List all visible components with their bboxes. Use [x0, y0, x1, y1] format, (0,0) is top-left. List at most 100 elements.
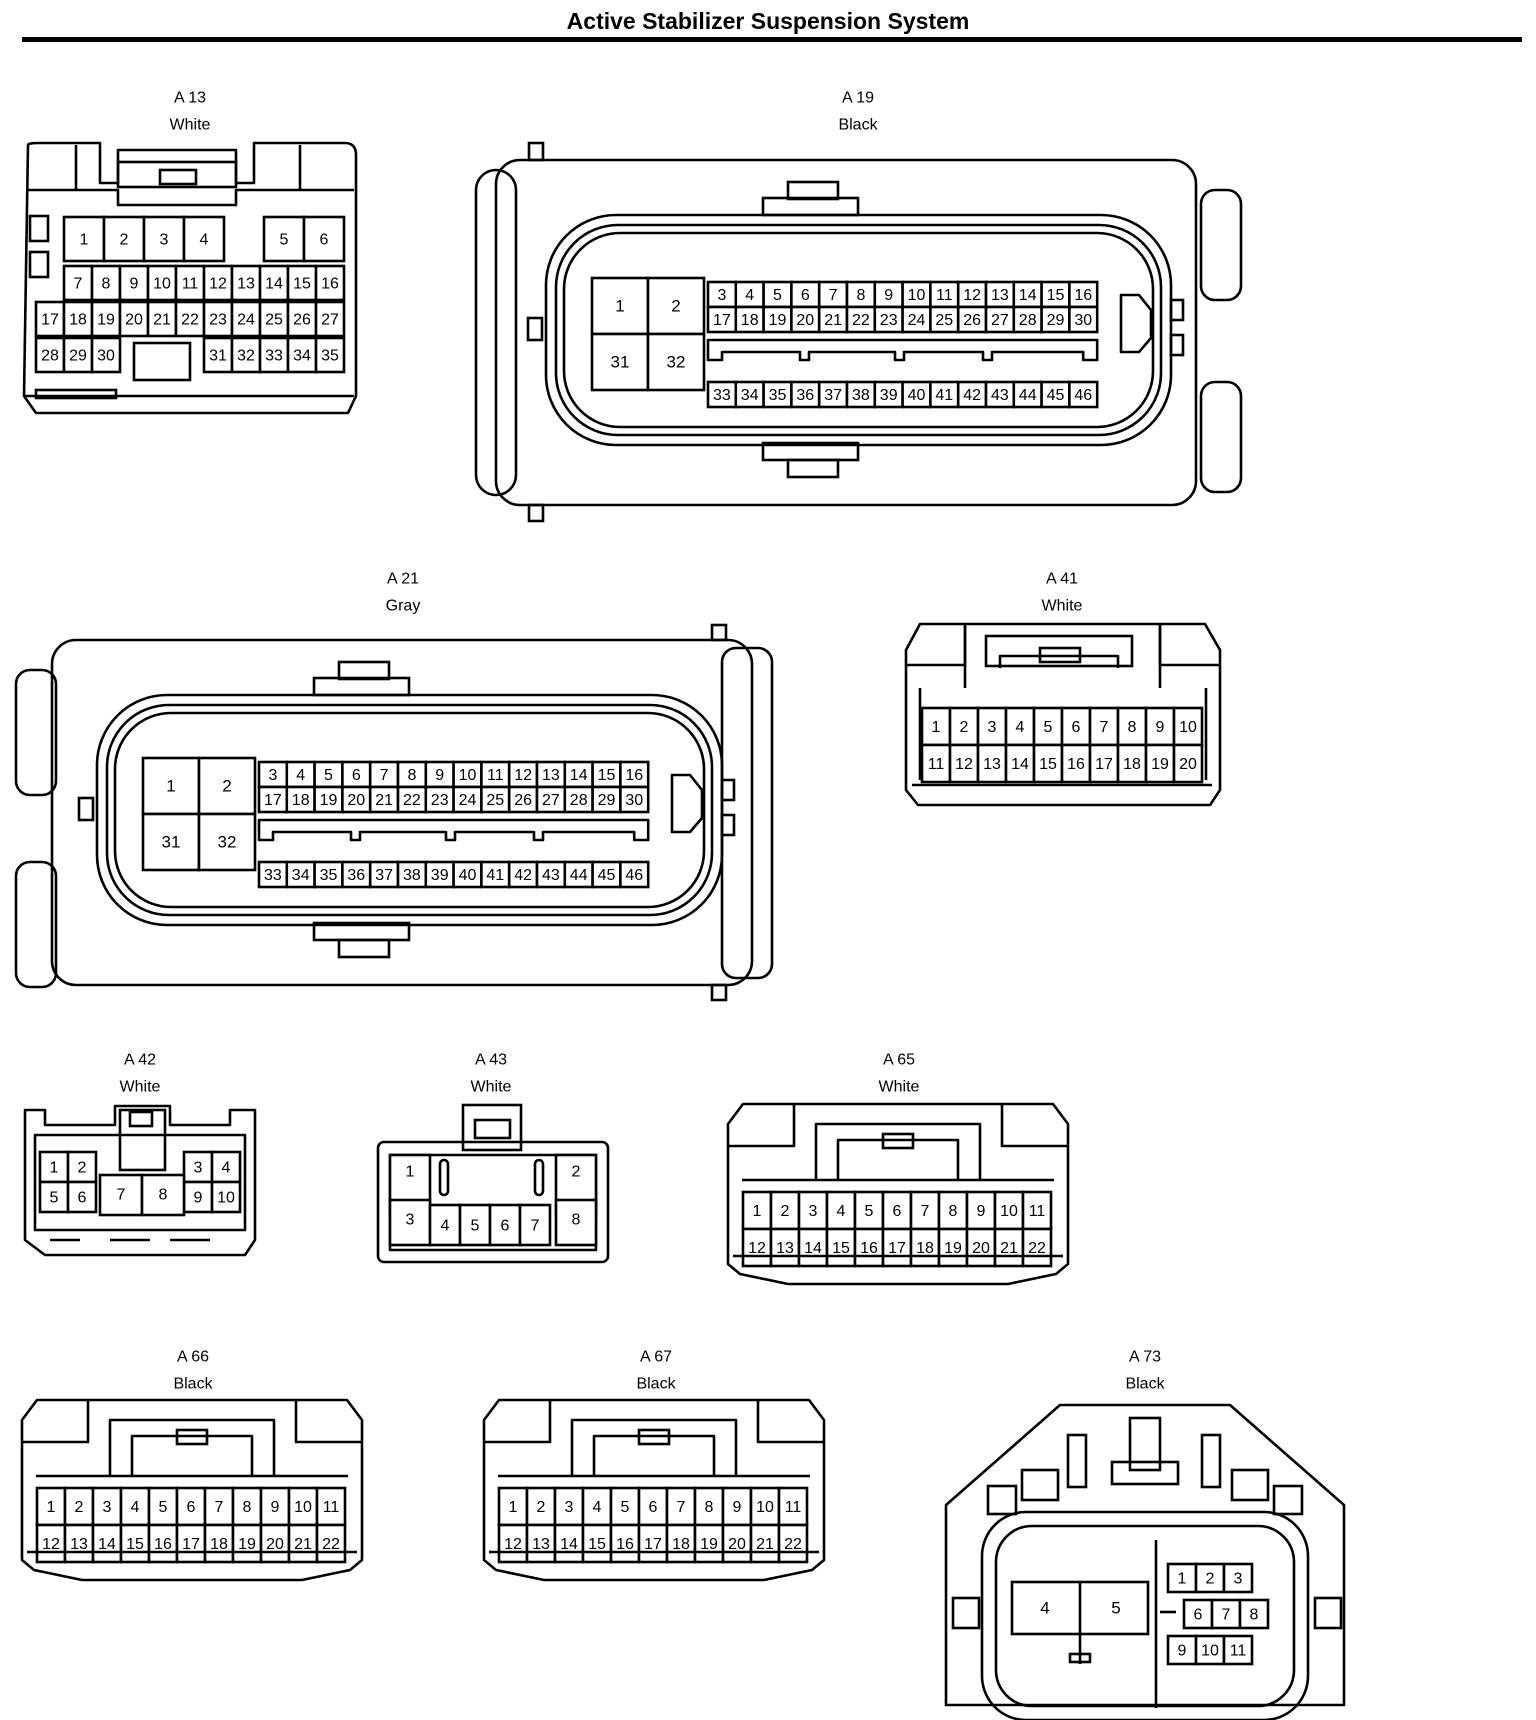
pin-label: 8 — [243, 1499, 252, 1516]
pin-label: 28 — [1019, 312, 1037, 329]
side-latch — [720, 778, 736, 802]
pin-label: 7 — [117, 1187, 126, 1204]
pin-label: 9 — [1178, 1643, 1187, 1660]
pin-cell — [507, 760, 539, 789]
connector-id: A 19 — [842, 90, 874, 107]
side-latch — [526, 316, 544, 342]
pin-label: 14 — [570, 767, 588, 784]
pin-label: 10 — [1201, 1643, 1219, 1660]
pin-label: 22 — [852, 312, 870, 329]
pin-label: 5 — [280, 232, 289, 249]
pin-label: 31 — [162, 833, 181, 852]
pin-label: 19 — [320, 792, 338, 809]
pin-label: 5 — [621, 1499, 630, 1516]
pin-label: 19 — [944, 1240, 962, 1257]
pin-label: 33 — [713, 387, 731, 404]
pin-label: 17 — [888, 1240, 906, 1257]
pin-cell — [665, 1523, 697, 1564]
pin-label: 27 — [542, 792, 560, 809]
pin-label: 19 — [1151, 756, 1169, 773]
pin-label: 2 — [671, 297, 680, 316]
pin-label: 13 — [237, 276, 255, 293]
pin-label: 7 — [1222, 1607, 1231, 1624]
pin-cell — [203, 1523, 235, 1564]
pin-cell — [901, 305, 932, 334]
pin-label: 10 — [294, 1499, 312, 1516]
pin-cell — [762, 280, 793, 309]
bottom-boss-cap — [337, 938, 391, 959]
pin-cell — [825, 1227, 857, 1268]
pin-cell — [230, 336, 262, 374]
pin-label: 3 — [268, 767, 277, 784]
pin-cell — [182, 1180, 214, 1214]
pin-cell — [1012, 380, 1043, 409]
pin-cell — [563, 860, 594, 889]
pin-label: 11 — [1029, 1203, 1046, 1220]
pin-label: 11 — [928, 756, 945, 773]
pin-cell — [734, 380, 765, 409]
latch-tab — [158, 168, 198, 186]
pin-label: 18 — [69, 312, 87, 329]
pin-label: 8 — [407, 767, 416, 784]
power-pin-cell — [646, 332, 706, 392]
pin-label: 6 — [320, 232, 329, 249]
pin-label: 24 — [459, 792, 477, 809]
pin-cell — [581, 1523, 613, 1564]
shell-core — [113, 711, 706, 909]
pin-label: 6 — [1194, 1607, 1203, 1624]
shell-outer — [980, 1510, 1310, 1720]
connector-color: White — [879, 1079, 920, 1096]
pin-label: 46 — [625, 867, 643, 884]
pin-cell — [315, 1523, 347, 1564]
pin-label: 6 — [78, 1190, 87, 1207]
pin-label: 1 — [80, 232, 89, 249]
pin-cell — [62, 336, 94, 374]
top-boss-cap — [337, 660, 391, 681]
pin-label: 23 — [880, 312, 898, 329]
pin-cell — [452, 785, 483, 814]
latch-tab — [1110, 1460, 1180, 1486]
pin-label: 10 — [908, 287, 926, 304]
pin-label: 10 — [756, 1499, 774, 1516]
pin-cell — [258, 264, 290, 302]
pin-label: 13 — [70, 1536, 88, 1553]
pin-cell — [140, 1173, 186, 1217]
housing-side — [474, 168, 518, 497]
pin-label: 24 — [908, 312, 926, 329]
pin-label: 3 — [160, 232, 169, 249]
pin-label: 10 — [459, 767, 477, 784]
side-slot — [986, 1484, 1018, 1516]
pin-cell — [749, 1523, 781, 1564]
pin-label: 1 — [1178, 1571, 1187, 1588]
pin-label: 22 — [784, 1536, 802, 1553]
pin-label: 13 — [983, 756, 1001, 773]
power-pin-cell — [141, 812, 201, 872]
pin-label: 17 — [713, 312, 731, 329]
connector-id: A 73 — [1129, 1349, 1161, 1366]
lock-peg — [710, 983, 728, 1002]
pin-label: 6 — [801, 287, 810, 304]
housing-line — [728, 1104, 1068, 1148]
pin-cell — [1040, 380, 1071, 409]
pin-label: 17 — [264, 792, 282, 809]
pin-label: 1 — [47, 1499, 56, 1516]
pin-cell — [35, 1523, 67, 1564]
latch-tab — [128, 1110, 154, 1128]
pin-cell — [993, 1190, 1025, 1231]
shell-inner — [554, 223, 1163, 437]
pin-cell — [525, 1486, 557, 1527]
pin-cell — [368, 785, 400, 814]
pin-label: 33 — [264, 867, 282, 884]
pin-cell — [937, 1227, 969, 1268]
lock-peg — [527, 141, 545, 162]
pin-label: 5 — [471, 1218, 480, 1235]
pin-cell — [452, 860, 483, 889]
pin-cell — [146, 300, 178, 338]
bottom-rail — [34, 388, 118, 400]
pin-cell — [480, 860, 511, 889]
rib — [1200, 1433, 1222, 1489]
pin-label: 27 — [321, 312, 339, 329]
pin-label: 5 — [865, 1203, 874, 1220]
